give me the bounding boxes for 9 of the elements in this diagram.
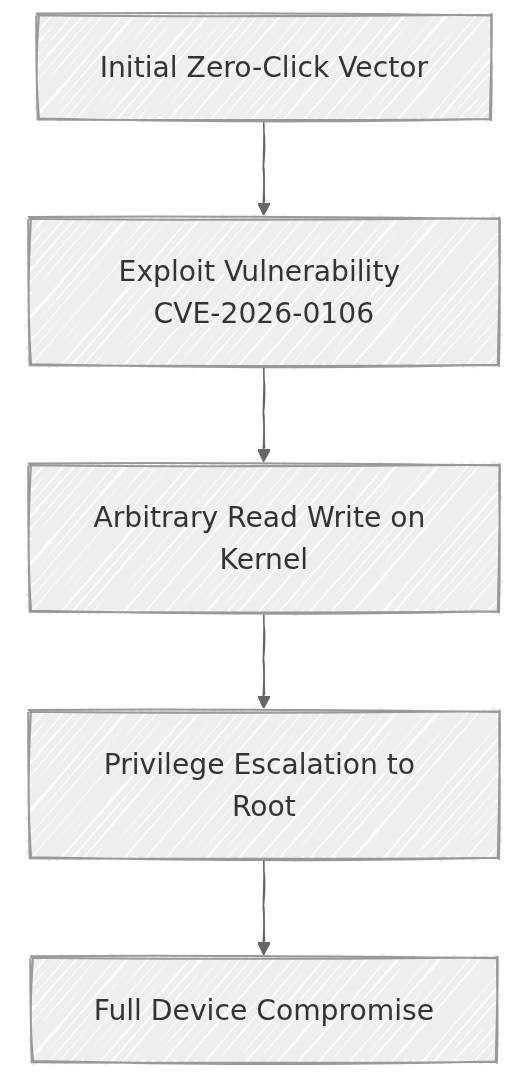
arrow [257, 613, 271, 709]
node-text: Initial Zero-Click Vector [99, 50, 429, 84]
arrow [257, 859, 271, 956]
node-text: Arbitrary Read Write on Kernel [93, 500, 426, 576]
node-text: Privilege Escalation to Root [103, 747, 416, 823]
arrow [257, 120, 271, 216]
node-text: Full Device Compromise [93, 993, 435, 1027]
node-text: Exploit Vulnerability CVE-2026-0106 [118, 254, 401, 330]
arrow [257, 366, 271, 463]
